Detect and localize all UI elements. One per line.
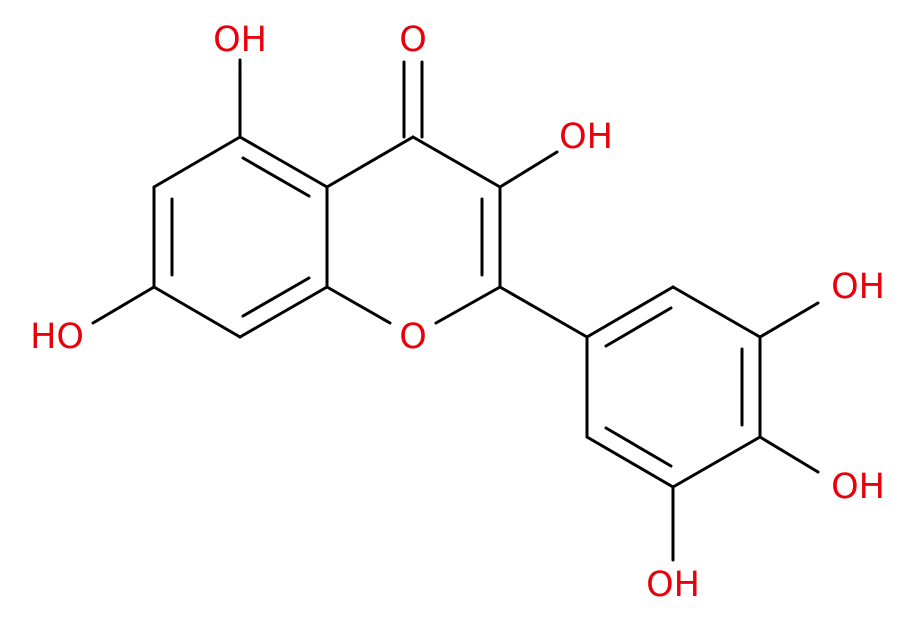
bond-c2-o1	[434, 285, 502, 325]
bond-o1-c8a	[325, 285, 392, 325]
atom-labels: OH O OH HO O OH OH OH	[30, 20, 885, 605]
bond-c5p-c6p-inner	[604, 426, 673, 468]
bond-c7-oh	[91, 285, 156, 325]
bond-c3p-oh	[758, 301, 820, 339]
atom-oh-5prime: OH	[646, 565, 700, 605]
atom-o-ring: O	[399, 317, 427, 357]
bond-c1p-c2p-inner	[604, 306, 673, 348]
bond-c4p-oh	[758, 435, 820, 474]
bond-c2-c1p	[498, 285, 589, 339]
bond-c5p-c6p	[585, 435, 675, 489]
atom-oh-5: OH	[213, 20, 267, 60]
bond-c4-c3	[411, 135, 502, 189]
atom-oh-3prime: OH	[831, 267, 885, 307]
bond-c4p-c5p	[671, 435, 762, 489]
bond-c8-c8a	[238, 285, 329, 339]
bond-c5-c6	[152, 135, 242, 189]
bond-c1p-c2p	[585, 285, 675, 339]
bond-c8-c8a-inner	[241, 276, 311, 318]
bond-c2p-c3p	[671, 285, 762, 339]
bond-c7-c8	[152, 285, 242, 339]
bond-c4a-c5	[238, 135, 329, 189]
bond-c4a-c4	[325, 135, 415, 189]
bond-c4a-c5-inner	[241, 156, 311, 198]
atom-oh-4prime: OH	[831, 467, 885, 507]
bonds	[91, 58, 820, 562]
atom-ho-7: HO	[30, 317, 84, 357]
atom-o-carbonyl: O	[399, 20, 427, 60]
atom-oh-3: OH	[559, 117, 613, 157]
bond-c3-oh	[498, 150, 559, 189]
